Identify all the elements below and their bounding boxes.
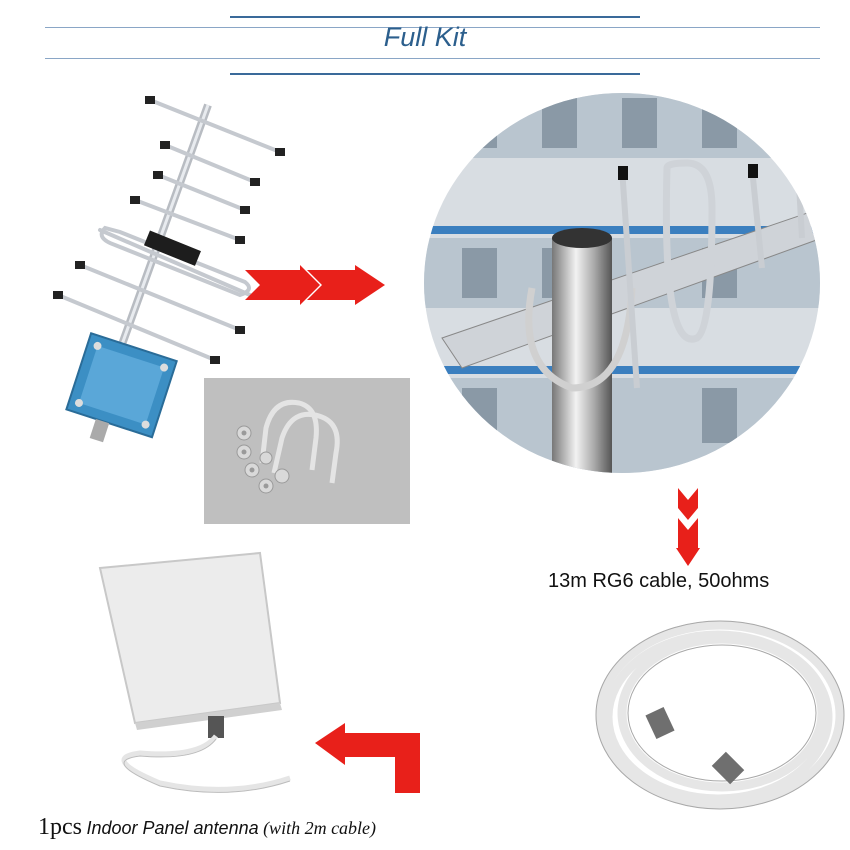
yagi-antenna-icon	[53, 96, 285, 443]
header-rule-mid-upper	[45, 27, 820, 28]
header-rule-top	[230, 16, 640, 18]
coiled-cable-photo	[595, 620, 845, 810]
red-arrow-icon	[245, 265, 385, 305]
panel-antenna-icon	[98, 551, 291, 793]
mounted-antenna-photo	[424, 93, 820, 473]
page-title: Full Kit	[383, 22, 467, 52]
panel-note: (with 2m cable)	[263, 818, 377, 838]
header-rule-mid-lower	[45, 58, 820, 59]
header-rule-bottom	[230, 73, 640, 75]
red-arrow-icon	[315, 723, 420, 793]
panel-qty: 1pcs	[38, 814, 82, 840]
u-bolt-hardware-photo	[204, 378, 410, 524]
cable-label: 13m RG6 cable, 50ohms	[548, 570, 770, 592]
panel-description: Indoor Panel antenna	[86, 818, 259, 838]
red-arrow-icon	[676, 488, 700, 566]
panel-caption: 1pcs Indoor Panel antenna (with 2m cable…	[38, 814, 376, 841]
